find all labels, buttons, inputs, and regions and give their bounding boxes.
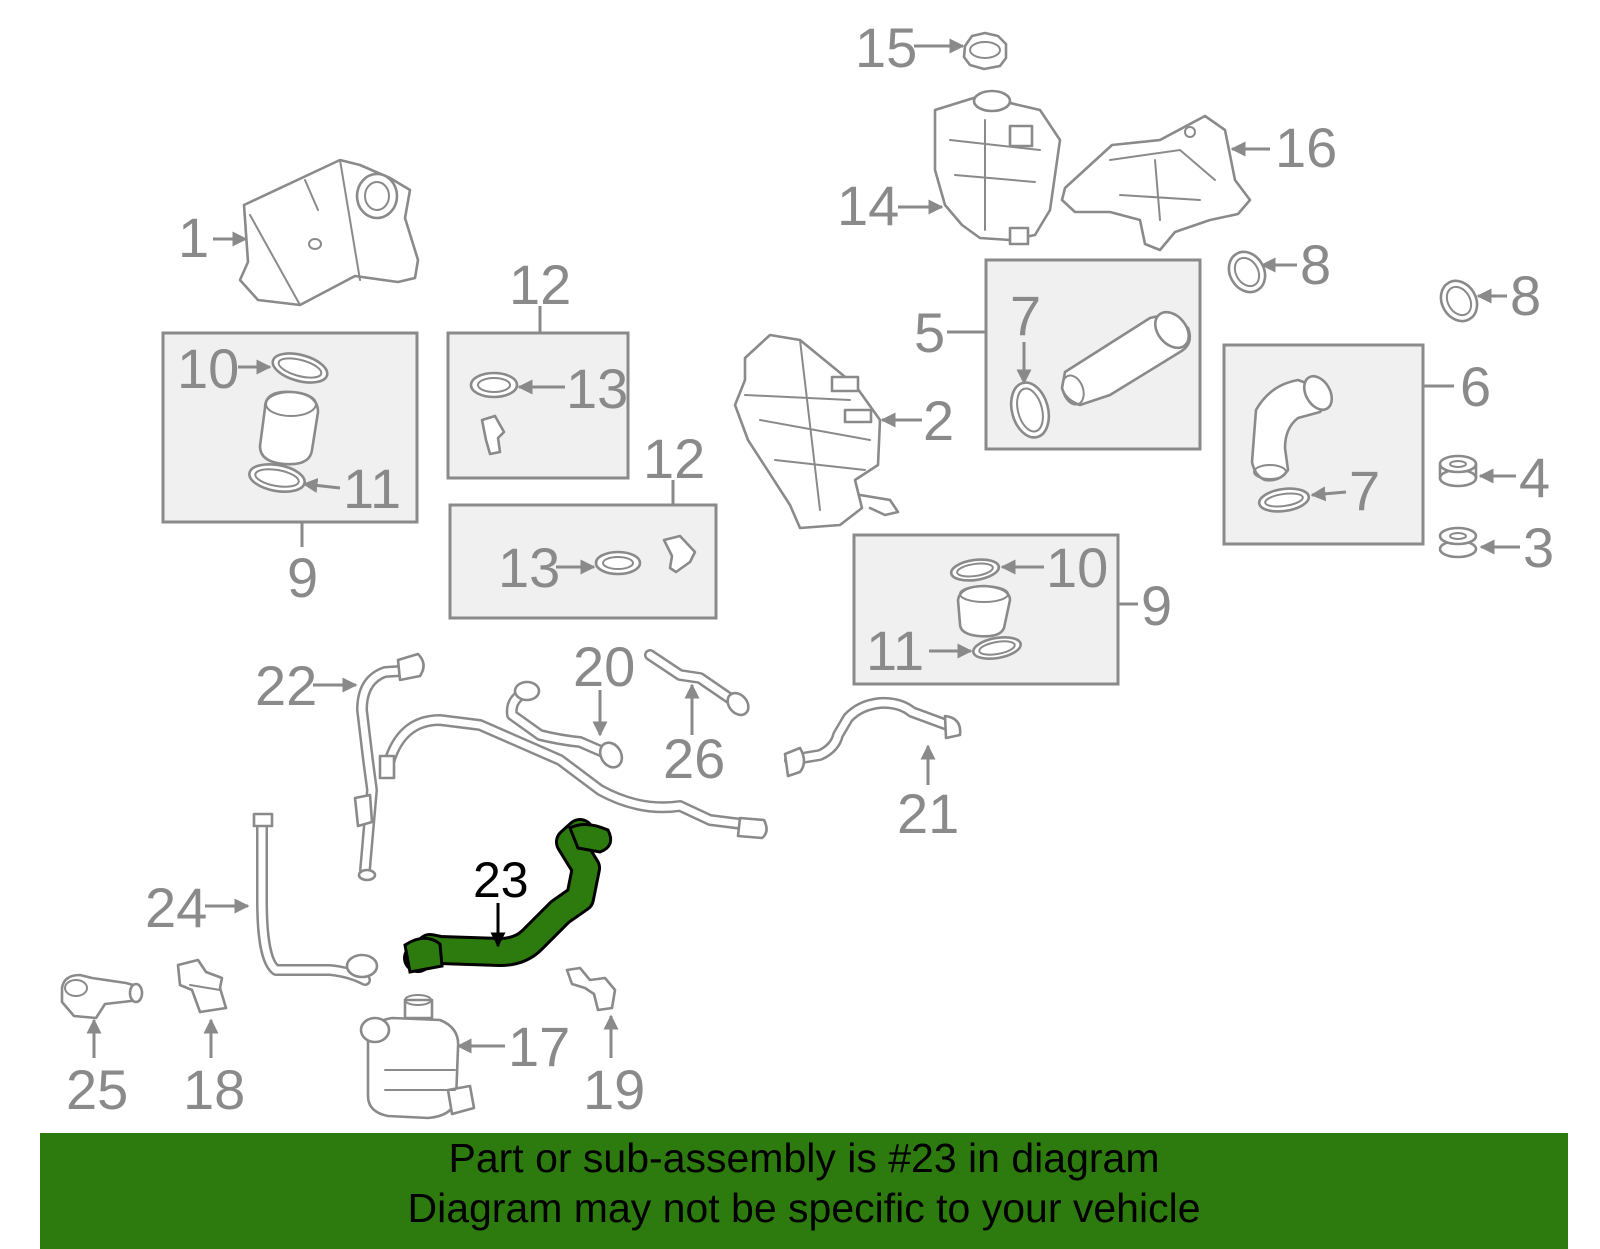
leader-lines xyxy=(86,38,1520,1058)
part-7-clamp-box6 xyxy=(1257,487,1311,513)
label-10-left: 10 xyxy=(177,337,239,400)
label-18: 18 xyxy=(183,1058,245,1121)
label-23-highlighted: 23 xyxy=(473,852,529,908)
label-11-left: 11 xyxy=(343,457,401,520)
part-24-pipe xyxy=(252,812,379,986)
label-25: 25 xyxy=(66,1058,128,1121)
label-3: 3 xyxy=(1523,516,1554,579)
label-16: 16 xyxy=(1275,116,1337,179)
banner-line-part-info: Part or sub-assembly is #23 in diagram xyxy=(448,1135,1160,1181)
label-7-box5: 7 xyxy=(1010,284,1041,347)
part-16-bracket xyxy=(1060,114,1252,252)
label-8-b: 8 xyxy=(1510,264,1541,327)
part-9-sleeve-left xyxy=(258,390,320,466)
part-12-sensor-bottom xyxy=(662,534,697,574)
label-11-right: 11 xyxy=(866,619,924,682)
part-8-clamp-b xyxy=(1439,279,1479,323)
part-labels: 15 16 14 1 12 8 8 5 7 6 10 13 2 12 4 11 … xyxy=(66,16,1554,1121)
label-12-bottom: 12 xyxy=(643,427,705,490)
part-19-bracket xyxy=(565,966,617,1012)
label-9-right: 9 xyxy=(1141,574,1172,637)
part-13-seal-top xyxy=(469,371,519,399)
part-17-water-pump xyxy=(359,994,476,1120)
label-17: 17 xyxy=(508,1015,570,1078)
label-10-right: 10 xyxy=(1046,536,1108,599)
label-21: 21 xyxy=(897,782,959,845)
label-7-box6: 7 xyxy=(1349,459,1380,522)
label-15: 15 xyxy=(855,16,917,79)
part-4-grommet xyxy=(1438,454,1478,488)
part-22-coolant-line xyxy=(353,652,768,882)
label-24: 24 xyxy=(145,876,207,939)
part-10-clamp-right xyxy=(949,558,1001,582)
label-19: 19 xyxy=(583,1058,645,1121)
part-18-bracket xyxy=(176,958,228,1014)
part-11-clamp-right xyxy=(972,636,1022,660)
part-1-intercooler xyxy=(238,158,420,307)
part-9-sleeve-right xyxy=(956,584,1012,638)
part-20-hose xyxy=(505,680,624,769)
part-23-hose-highlighted xyxy=(403,818,613,974)
part-12-sensor-top xyxy=(480,414,506,456)
part-13-seal-bottom xyxy=(594,550,642,576)
part-2-intercooler xyxy=(733,333,900,530)
label-4: 4 xyxy=(1519,446,1550,509)
part-3-grommet xyxy=(1438,526,1478,559)
label-12-top: 12 xyxy=(509,253,571,316)
part-6-elbow-pipe xyxy=(1250,374,1334,482)
banner-line-disclaimer: Diagram may not be specific to your vehi… xyxy=(407,1185,1201,1231)
label-9-left: 9 xyxy=(287,546,318,609)
part-14-expansion-tank xyxy=(933,89,1062,246)
label-22: 22 xyxy=(255,654,317,717)
info-banner: Part or sub-assembly is #23 in diagram D… xyxy=(40,1133,1568,1249)
label-13-top: 13 xyxy=(566,357,628,420)
callout-box-12-top xyxy=(446,331,630,480)
label-8-a: 8 xyxy=(1300,233,1331,296)
part-5-charge-pipe xyxy=(1060,310,1192,407)
part-8-clamp-a xyxy=(1227,250,1267,294)
part-21-hose xyxy=(783,696,962,778)
part-15-cap xyxy=(962,31,1008,71)
part-26-pipe xyxy=(644,649,750,717)
part-10-clamp-left xyxy=(271,352,329,384)
label-5: 5 xyxy=(914,301,945,364)
part-25-fitting xyxy=(60,973,144,1020)
label-14: 14 xyxy=(837,174,899,237)
label-2: 2 xyxy=(923,389,954,452)
label-13-bottom: 13 xyxy=(498,536,560,599)
label-26: 26 xyxy=(663,727,725,790)
label-6: 6 xyxy=(1460,355,1491,418)
label-20: 20 xyxy=(573,635,635,698)
label-1: 1 xyxy=(178,206,209,269)
part-7-clamp-box5 xyxy=(1009,381,1051,439)
